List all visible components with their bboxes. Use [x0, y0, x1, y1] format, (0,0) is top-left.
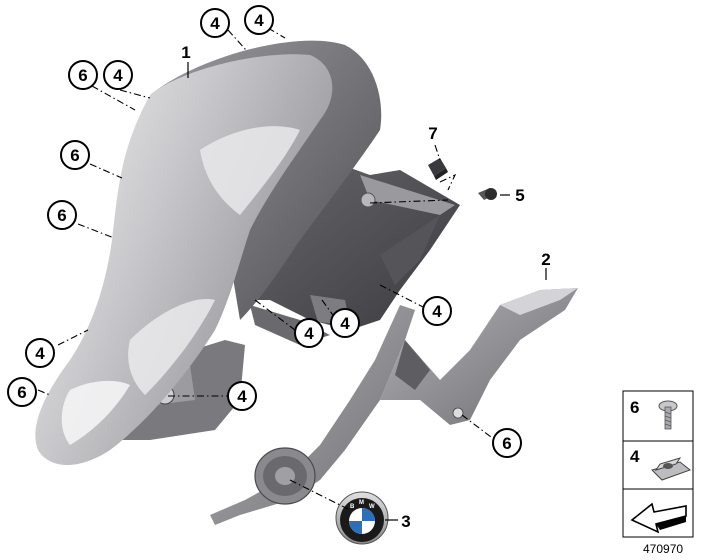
callout-6-b[interactable]: 6: [60, 140, 90, 170]
svg-text:6: 6: [630, 398, 639, 417]
callout-4-right[interactable]: 4: [422, 296, 452, 326]
svg-text:4: 4: [340, 314, 350, 333]
svg-text:7: 7: [428, 124, 437, 143]
svg-text:6: 6: [57, 206, 66, 225]
svg-text:6: 6: [78, 66, 87, 85]
svg-text:4: 4: [113, 66, 123, 85]
svg-text:B: B: [350, 504, 355, 510]
callout-5[interactable]: 5: [515, 186, 524, 205]
screw-icon: [658, 400, 678, 430]
callout-4-mid2[interactable]: 4: [330, 308, 360, 338]
svg-text:4: 4: [254, 11, 264, 30]
callout-6-left[interactable]: 6: [7, 377, 37, 407]
svg-text:4: 4: [210, 14, 220, 33]
bmw-emblem: B M W: [335, 491, 389, 545]
svg-text:2: 2: [541, 250, 550, 269]
svg-text:6: 6: [70, 146, 79, 165]
svg-text:4: 4: [35, 344, 45, 363]
svg-text:3: 3: [401, 512, 410, 531]
legend-item-clip-nut[interactable]: 4: [622, 440, 694, 490]
svg-text:W: W: [369, 504, 375, 510]
rear-seat-cover: [35, 40, 382, 465]
legend-item-arrow: [622, 488, 694, 538]
svg-text:6: 6: [17, 383, 26, 402]
part-7-rubber-buffer: [428, 158, 448, 180]
arrow-icon: [630, 502, 687, 534]
svg-text:5: 5: [515, 186, 524, 205]
legend: 6 4 470970: [622, 390, 694, 556]
callout-4-left[interactable]: 4: [25, 338, 55, 368]
side-bracket: [210, 288, 578, 525]
callout-4-mid1[interactable]: 4: [294, 318, 324, 348]
svg-text:6: 6: [502, 434, 511, 453]
part-5-bolt: [478, 188, 497, 200]
callout-6-c[interactable]: 6: [47, 200, 77, 230]
svg-text:M: M: [359, 500, 364, 506]
svg-text:4: 4: [237, 387, 247, 406]
svg-text:1: 1: [181, 43, 190, 62]
callout-3[interactable]: 3: [401, 512, 410, 531]
callout-4-a[interactable]: 4: [103, 60, 133, 90]
legend-item-screw[interactable]: 6: [622, 390, 694, 442]
diagram-id: 470970: [643, 542, 683, 556]
callout-4-top2[interactable]: 4: [244, 5, 274, 35]
callout-4-bottom[interactable]: 4: [227, 381, 257, 411]
svg-text:4: 4: [432, 302, 442, 321]
callout-1[interactable]: 1: [181, 43, 190, 62]
callout-2[interactable]: 2: [541, 250, 550, 269]
clip-nut-icon: [651, 457, 692, 481]
svg-text:4: 4: [304, 324, 314, 343]
callout-4-top1[interactable]: 4: [200, 8, 230, 38]
svg-text:4: 4: [630, 447, 640, 466]
callout-6-right[interactable]: 6: [492, 428, 522, 458]
leader-lines: [37, 27, 547, 521]
callout-6-a[interactable]: 6: [68, 60, 98, 90]
callout-7[interactable]: 7: [428, 124, 437, 143]
